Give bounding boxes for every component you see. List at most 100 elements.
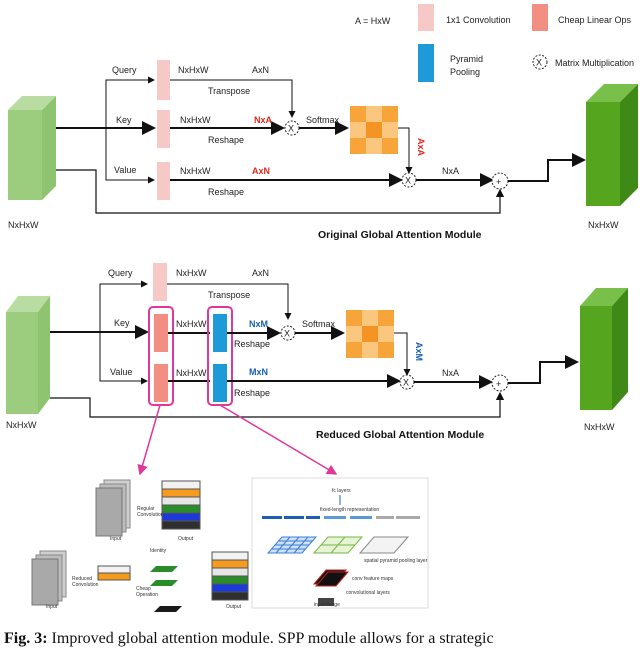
svg-text:Identity: Identity bbox=[150, 548, 167, 554]
bottom-cheap-highlight bbox=[148, 306, 174, 406]
top-k-dim: NxHxW bbox=[180, 115, 211, 125]
svg-text:conv feature maps: conv feature maps bbox=[352, 576, 394, 582]
bottom-q-dim: NxHxW bbox=[176, 268, 207, 278]
svg-text:X: X bbox=[403, 378, 409, 388]
top-output-cube-top bbox=[586, 84, 638, 102]
bottom-key-pyramid bbox=[213, 314, 227, 352]
svg-text:fc layers: fc layers bbox=[332, 488, 351, 494]
bottom-output-cube-side bbox=[612, 288, 628, 410]
top-softmax: Softmax bbox=[306, 115, 340, 125]
bottom-attention-map bbox=[346, 310, 394, 358]
legend-pyramid-swatch bbox=[418, 44, 434, 82]
top-value-label: Value bbox=[114, 165, 136, 175]
top-axa-vert: AxA bbox=[416, 138, 426, 157]
svg-text:X: X bbox=[284, 329, 290, 339]
legend-conv1x1-label: 1x1 Convolution bbox=[446, 15, 511, 25]
legend-matmul-symbol: X bbox=[536, 58, 542, 68]
spp-grid-gray bbox=[358, 536, 410, 554]
svg-text:X: X bbox=[288, 124, 294, 134]
bottom-axm-vert: AxM bbox=[414, 342, 424, 361]
svg-text:Operation: Operation bbox=[136, 592, 158, 598]
top-diagram: NxHxW Query Key Value NxHxW AxN Transpos… bbox=[8, 60, 638, 241]
bottom-input-cube-front bbox=[6, 312, 38, 414]
svg-text:convolutional layers: convolutional layers bbox=[346, 590, 390, 596]
legend-pyramid-label-1: Pyramid bbox=[450, 54, 483, 64]
bottom-value-pyramid bbox=[213, 364, 227, 402]
legend-conv1x1-swatch bbox=[418, 4, 434, 31]
top-value-conv bbox=[157, 162, 170, 200]
bottom-axn-top: AxN bbox=[252, 268, 269, 278]
top-plus: + bbox=[496, 177, 501, 187]
figure-caption: Fig. 3: Improved global attention module… bbox=[4, 630, 640, 648]
figure-diagram: A = HxW 1x1 Convolution Cheap Linear Ops… bbox=[6, 4, 638, 612]
bottom-k-dim: NxHxW bbox=[176, 319, 207, 329]
svg-text:Regular: Regular bbox=[137, 506, 155, 512]
spp-grid-green bbox=[312, 536, 364, 554]
top-query-label: Query bbox=[112, 65, 137, 75]
bottom-input-cube-side bbox=[38, 296, 50, 414]
top-output-label: NxHxW bbox=[588, 220, 619, 230]
top-input-cube-side bbox=[42, 96, 56, 200]
top-output-cube-front bbox=[586, 102, 620, 206]
ghost-output2-stack bbox=[211, 551, 249, 601]
legend-cheap-ops-label: Cheap Linear Ops bbox=[558, 15, 632, 25]
ghost-output-stack bbox=[161, 480, 201, 530]
top-input-cube-top bbox=[8, 96, 56, 110]
top-nxa-mid: NxA bbox=[254, 115, 273, 125]
bottom-input-cube-top bbox=[6, 296, 50, 312]
top-diagram-title: Original Global Attention Module bbox=[318, 229, 482, 241]
bottom-output-label: NxHxW bbox=[584, 422, 615, 432]
bottom-key-label: Key bbox=[114, 318, 130, 328]
top-output-cube-side bbox=[620, 84, 638, 206]
svg-text:X: X bbox=[405, 176, 411, 186]
legend-pyramid-label-2: Pooling bbox=[450, 67, 480, 77]
svg-text:Cheap: Cheap bbox=[136, 586, 151, 592]
ghost-input-stack bbox=[95, 479, 131, 537]
svg-text:spatial pyramid pooling layer: spatial pyramid pooling layer bbox=[364, 558, 428, 564]
bottom-softmax: Softmax bbox=[302, 319, 336, 329]
spp-input-image bbox=[318, 598, 334, 606]
legend-cheap-ops-swatch bbox=[532, 4, 548, 31]
top-key-conv bbox=[157, 110, 170, 148]
top-input-cube-front bbox=[8, 110, 42, 200]
bottom-output-cube-front bbox=[580, 306, 612, 410]
bottom-plus: + bbox=[496, 379, 501, 389]
callout-arrow-ghost bbox=[137, 404, 161, 476]
top-nxa-out: NxA bbox=[442, 166, 459, 176]
ghost-input2-stack bbox=[31, 550, 67, 606]
svg-text:Convolution: Convolution bbox=[72, 582, 99, 588]
bottom-value-cheap bbox=[154, 364, 168, 402]
bottom-nxm: NxM bbox=[249, 319, 268, 329]
svg-text:fixed-length representation: fixed-length representation bbox=[320, 507, 379, 513]
spp-conv-maps bbox=[312, 569, 350, 587]
bottom-v-dim: NxHxW bbox=[176, 368, 207, 378]
top-q-dim: NxHxW bbox=[178, 65, 209, 75]
svg-text:Output: Output bbox=[178, 536, 194, 542]
top-axn-val: AxN bbox=[252, 166, 270, 176]
top-axn-top: AxN bbox=[252, 65, 269, 75]
bottom-reshape1: Reshape bbox=[234, 339, 270, 349]
spp-fixed-vector bbox=[262, 516, 420, 519]
bottom-value-label: Value bbox=[110, 367, 132, 377]
svg-text:Reduced: Reduced bbox=[72, 576, 92, 582]
top-attention-map bbox=[350, 106, 398, 154]
top-v-dim: NxHxW bbox=[180, 166, 211, 176]
legend-matmul-label: Matrix Multiplication bbox=[555, 58, 634, 68]
callout-arrow-spp bbox=[219, 404, 338, 475]
bottom-nxa-out: NxA bbox=[442, 368, 459, 378]
svg-text:Output: Output bbox=[226, 604, 242, 610]
svg-text:Convolution: Convolution bbox=[137, 512, 164, 518]
bottom-key-cheap bbox=[154, 314, 168, 352]
top-query-conv bbox=[157, 60, 170, 100]
top-transpose: Transpose bbox=[208, 86, 250, 96]
top-reshape2: Reshape bbox=[208, 187, 244, 197]
bottom-diagram-title: Reduced Global Attention Module bbox=[316, 429, 484, 441]
bottom-mxn: MxN bbox=[249, 367, 268, 377]
legend: A = HxW 1x1 Convolution Cheap Linear Ops… bbox=[355, 4, 634, 82]
caption-text: Improved global attention module. SPP mo… bbox=[47, 630, 494, 647]
spp-grid-blue bbox=[266, 536, 318, 554]
legend-formula: A = HxW bbox=[355, 16, 391, 26]
top-reshape1: Reshape bbox=[208, 135, 244, 145]
legend-matmul-icon bbox=[532, 54, 548, 70]
svg-text:Input: Input bbox=[110, 536, 122, 542]
